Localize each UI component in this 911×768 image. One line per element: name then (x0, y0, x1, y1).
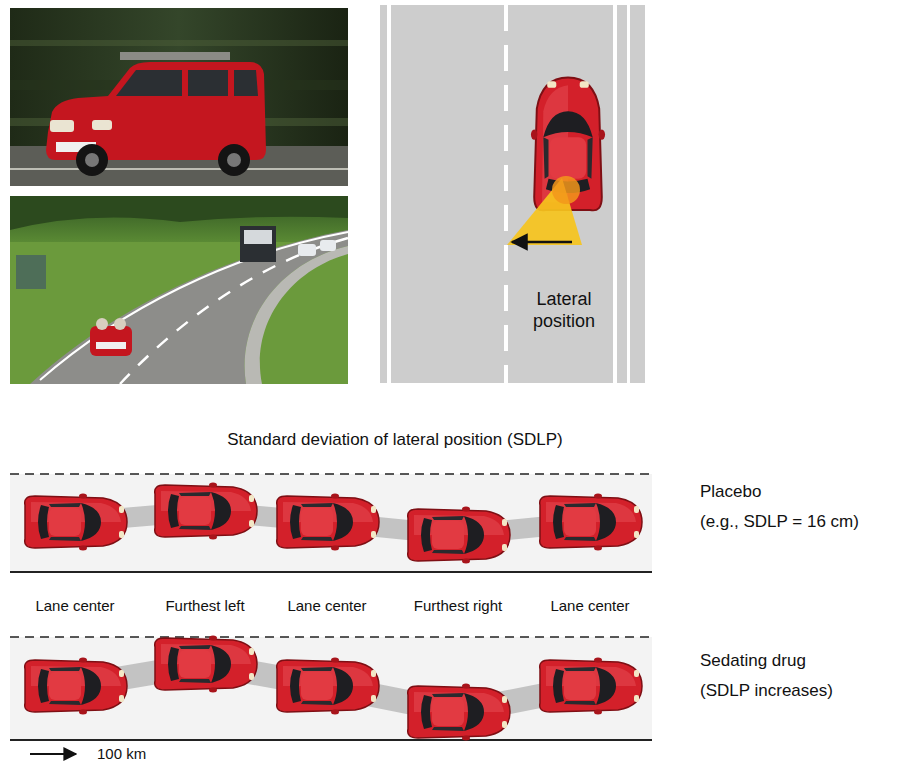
lane-position-label: Furthest right (414, 597, 502, 616)
lane-position-label: Lane center (287, 597, 366, 616)
lateral-position-label: Lateral position (518, 288, 610, 333)
sedating-lane (10, 636, 652, 741)
lane-position-label: Lane center (550, 597, 629, 616)
condition-note: (SDLP increases) (700, 680, 833, 701)
condition-note: (e.g., SDLP = 16 cm) (700, 511, 859, 532)
condition-label: Sedating drug (700, 650, 806, 671)
lane-position-label: Furthest left (165, 597, 244, 616)
distance-label: 100 km (97, 745, 146, 764)
distance-arrow (30, 753, 76, 755)
highway-photo (10, 196, 348, 384)
car-photo (10, 8, 348, 186)
placebo-lane (10, 474, 652, 572)
figure-title: Standard deviation of lateral position (… (227, 429, 562, 450)
lane-position-label: Lane center (35, 597, 114, 616)
road-schematic (380, 5, 645, 383)
condition-label: Placebo (700, 481, 761, 502)
